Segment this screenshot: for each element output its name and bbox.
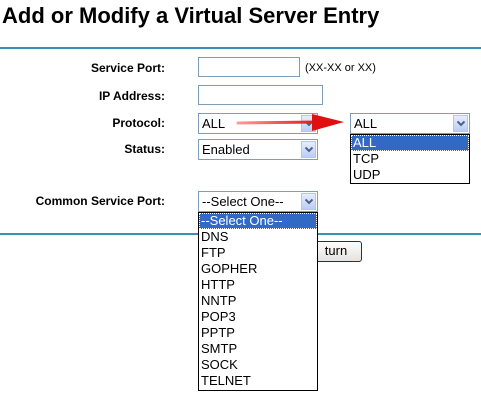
chevron-down-icon xyxy=(305,146,313,153)
common-service-option[interactable]: GOPHER xyxy=(201,261,258,276)
common-service-option[interactable]: POP3 xyxy=(201,309,236,324)
common-service-option[interactable]: DNS xyxy=(201,229,229,244)
status-label: Status: xyxy=(124,142,165,156)
service-port-hint: (XX-XX or XX) xyxy=(305,62,376,74)
common-service-option[interactable]: HTTP xyxy=(201,277,235,292)
common-service-option[interactable]: TELNET xyxy=(201,373,251,388)
status-select-value: Enabled xyxy=(202,142,250,157)
page-title: Add or Modify a Virtual Server Entry xyxy=(2,3,380,28)
protocol-label: Protocol: xyxy=(112,116,165,130)
protocol-open-value: ALL xyxy=(354,116,378,131)
common-service-option[interactable]: FTP xyxy=(201,245,226,260)
common-service-option[interactable]: SOCK xyxy=(201,357,238,372)
common-service-port-select[interactable]: --Select One-- xyxy=(198,191,318,212)
common-service-option[interactable]: SMTP xyxy=(201,341,238,356)
common-service-port-value: --Select One-- xyxy=(202,194,284,209)
protocol-options-list: ALL TCP UDP xyxy=(350,134,470,184)
common-service-options-list: --Select One-- DNS FTP GOPHER HTTP NNTP … xyxy=(198,212,318,391)
protocol-option[interactable]: ALL xyxy=(351,135,469,151)
chevron-down-icon xyxy=(305,198,313,205)
common-service-option[interactable]: NNTP xyxy=(201,293,237,308)
protocol-select-value: ALL xyxy=(202,116,226,131)
service-port-input[interactable] xyxy=(198,57,300,77)
protocol-option[interactable]: TCP xyxy=(353,151,379,166)
top-divider xyxy=(0,47,481,49)
protocol-open-dropdown-button[interactable] xyxy=(453,115,468,132)
status-select[interactable]: Enabled xyxy=(198,139,318,160)
common-service-option[interactable]: PPTP xyxy=(201,325,235,340)
return-button-label: turn xyxy=(324,243,348,258)
ip-address-label: IP Address: xyxy=(98,89,165,103)
protocol-option[interactable]: UDP xyxy=(353,167,381,182)
red-arrow-icon xyxy=(236,114,344,131)
chevron-down-icon xyxy=(457,120,465,127)
service-port-label: Service Port: xyxy=(90,61,165,75)
common-service-option[interactable]: --Select One-- xyxy=(199,213,317,229)
common-service-dropdown-button[interactable] xyxy=(301,193,316,210)
common-service-port-label: Common Service Port: xyxy=(35,194,165,208)
status-dropdown-button[interactable] xyxy=(301,141,316,158)
ip-address-input[interactable] xyxy=(198,85,323,105)
protocol-select-open[interactable]: ALL xyxy=(350,113,470,134)
